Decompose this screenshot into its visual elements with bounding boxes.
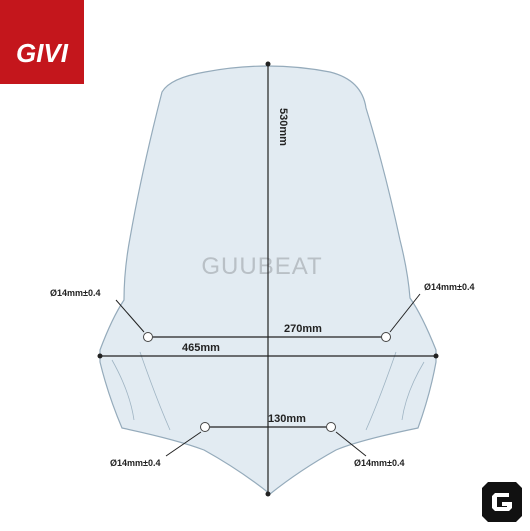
upper-holes-spacing-label: 270mm (284, 323, 322, 335)
g-badge-icon (478, 478, 526, 526)
windshield-inner-contour-right (365, 351, 425, 431)
height-bottom-marker (265, 491, 271, 497)
upper-left-hole (143, 332, 153, 342)
watermark-text: GUUBEAT (201, 253, 322, 280)
upper-left-hole-label: Ø14mm±0.4 (50, 288, 100, 298)
height-top-marker (265, 61, 271, 67)
givi-logo-text: GIVI (16, 38, 69, 68)
lower-left-hole-label: Ø14mm±0.4 (110, 458, 160, 468)
lower-right-hole-label: Ø14mm±0.4 (354, 458, 404, 468)
lower-right-hole (326, 422, 336, 432)
width-right-marker (433, 353, 439, 359)
lower-left-leader (165, 431, 202, 457)
upper-right-hole-label: Ø14mm±0.4 (424, 282, 474, 292)
lower-holes-spacing-label: 130mm (268, 413, 306, 425)
lower-left-hole (200, 422, 210, 432)
width-left-marker (97, 353, 103, 359)
width-label: 465mm (182, 342, 220, 354)
upper-right-leader (389, 293, 421, 333)
lower-right-leader (335, 431, 367, 457)
height-label: 530mm (277, 108, 289, 146)
upper-left-leader (115, 299, 145, 333)
upper-right-hole (381, 332, 391, 342)
windshield-inner-contour-left (111, 351, 171, 431)
givi-logo: GIVI (0, 0, 84, 84)
